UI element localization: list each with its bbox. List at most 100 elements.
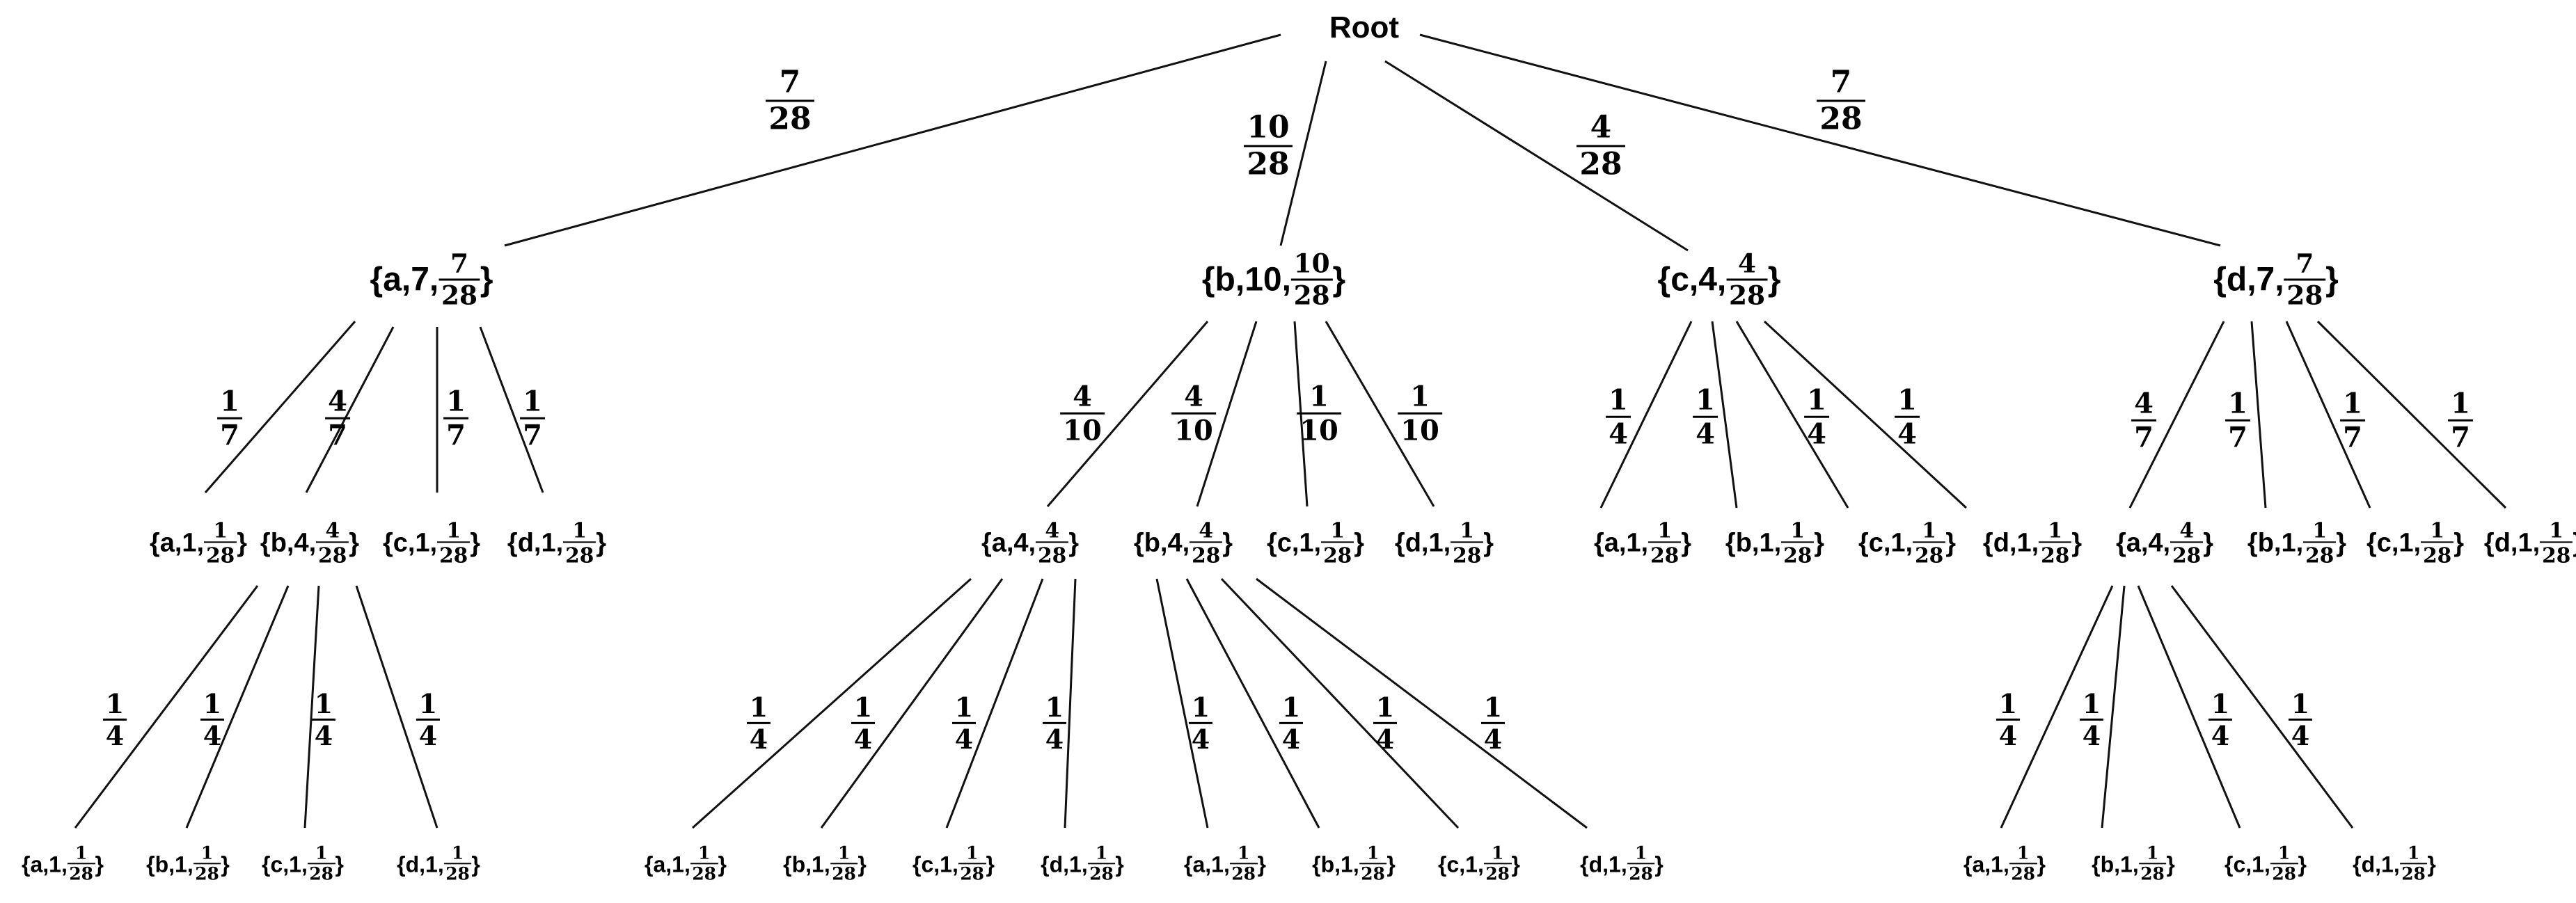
edge-d_a-da_c	[2137, 585, 2241, 829]
edge-c-c_b	[1711, 321, 1738, 509]
edge-d-d_c	[2285, 321, 2371, 509]
edge-d_a-da_b	[2101, 585, 2126, 829]
edge-b_a-ba_a	[691, 577, 972, 829]
edge-b_a-ba_c	[945, 578, 1044, 829]
edge-b_b-bb_c	[1220, 577, 1460, 829]
edge-a_b-ab_a	[74, 585, 259, 829]
root-node: Root	[1329, 10, 1400, 45]
edge-root-c	[1384, 60, 1689, 252]
edge-b_a-ba_d	[1064, 578, 1077, 829]
edge-a-a_a	[204, 321, 356, 493]
edge-b_a-ba_b	[820, 578, 1004, 829]
edge-root-a	[504, 33, 1281, 247]
edge-c-c_d	[1763, 320, 1968, 509]
edge-d-d_b	[2250, 321, 2267, 509]
edge-b-b_a	[1046, 321, 1209, 507]
edge-b-b_d	[1325, 321, 1435, 507]
edge-d_a-da_a	[2000, 585, 2114, 829]
edge-a-a_d	[479, 326, 544, 493]
edge-a_b-ab_b	[185, 585, 290, 829]
edge-root-b	[1279, 61, 1327, 246]
edge-b_b-bb_b	[1185, 578, 1320, 829]
edge-root-d	[1419, 33, 2221, 247]
edge-a-a_b	[305, 326, 395, 493]
edge-b_b-bb_a	[1155, 578, 1209, 829]
node-d_d: {d,1,128}	[2484, 520, 2576, 566]
edge-b_b-bb_d	[1256, 577, 1588, 829]
edge-d-d_a	[2128, 321, 2225, 509]
edge-d_a-da_d	[2170, 585, 2354, 829]
edge-d-d_d	[2316, 320, 2507, 509]
edge-a_b-ab_d	[355, 585, 438, 829]
edge-b-b_b	[1196, 321, 1258, 507]
edge-c-c_a	[1599, 321, 1693, 509]
